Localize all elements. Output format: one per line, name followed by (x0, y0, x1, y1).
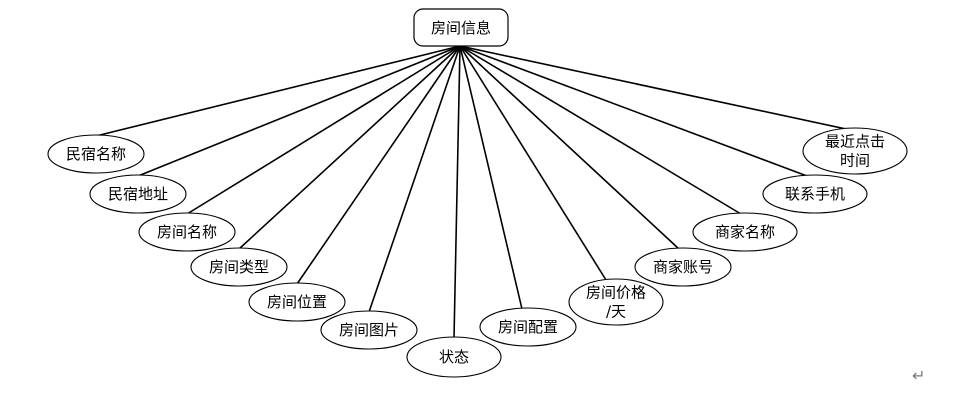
attribute-label: 商家名称 (715, 223, 775, 241)
attribute-ellipse (634, 247, 732, 287)
attribute-ellipse (479, 307, 577, 347)
attribute-a2: 民宿地址 (89, 174, 187, 214)
connector-a12 (459, 45, 808, 177)
attribute-label: 状态 (439, 348, 469, 366)
attribute-a12: 联系手机 (762, 174, 868, 214)
connector-lines (95, 45, 847, 339)
connector-a6 (368, 45, 461, 313)
attribute-label: 房间位置 (267, 293, 327, 311)
attribute-ellipse (89, 174, 187, 214)
attribute-a6: 房间图片 (320, 310, 418, 350)
connector-a4 (238, 45, 461, 250)
connector-a8 (459, 45, 523, 310)
entity-label: 房间信息 (431, 19, 491, 37)
attribute-a1: 民宿名称 (47, 134, 145, 174)
attribute-ellipse (406, 336, 502, 378)
attribute-label: 房间价格 (586, 284, 646, 302)
attribute-ellipse (248, 282, 346, 322)
connector-a5 (296, 45, 461, 285)
attribute-ellipse (692, 212, 798, 252)
attribute-a4: 房间类型 (190, 247, 288, 287)
attribute-label: 联系手机 (785, 185, 845, 203)
attribute-nodes: 民宿名称民宿地址房间名称房间类型房间位置房间图片状态房间配置房间价格/天商家账号… (47, 127, 908, 378)
attribute-a5: 房间位置 (248, 282, 346, 322)
attribute-ellipse (802, 127, 908, 175)
connector-a11 (459, 45, 742, 215)
attribute-label: 房间类型 (209, 258, 269, 276)
attribute-a9: 房间价格/天 (568, 278, 664, 326)
attribute-label: 商家账号 (653, 258, 713, 276)
attribute-ellipse (320, 310, 418, 350)
connector-a13 (459, 45, 847, 130)
connector-a10 (459, 45, 680, 250)
connector-a9 (459, 45, 607, 281)
attribute-a10: 商家账号 (634, 247, 732, 287)
attribute-label: 民宿地址 (108, 185, 168, 203)
paragraph-mark: ↵ (912, 366, 926, 385)
attribute-ellipse (138, 212, 236, 252)
attribute-ellipse (47, 134, 145, 174)
attribute-a3: 房间名称 (138, 212, 236, 252)
attribute-label: 最近点击 (825, 133, 885, 151)
attribute-ellipse (568, 278, 664, 326)
attribute-a11: 商家名称 (692, 212, 798, 252)
attribute-label: 房间配置 (498, 318, 558, 336)
attribute-ellipse (190, 247, 288, 287)
entity-room-info: 房间信息 (413, 8, 509, 47)
connector-a3 (186, 45, 461, 215)
attribute-label: /天 (606, 303, 626, 321)
attribute-label: 房间名称 (157, 223, 217, 241)
connector-a1 (95, 45, 461, 137)
attribute-label: 房间图片 (339, 321, 399, 339)
attribute-a7: 状态 (406, 336, 502, 378)
connector-a7 (453, 45, 461, 339)
entity-box (413, 8, 509, 47)
attribute-a8: 房间配置 (479, 307, 577, 347)
attribute-label: 时间 (840, 152, 870, 170)
attribute-ellipse (762, 174, 868, 214)
connector-a2 (137, 45, 461, 177)
attribute-label: 民宿名称 (66, 145, 126, 163)
